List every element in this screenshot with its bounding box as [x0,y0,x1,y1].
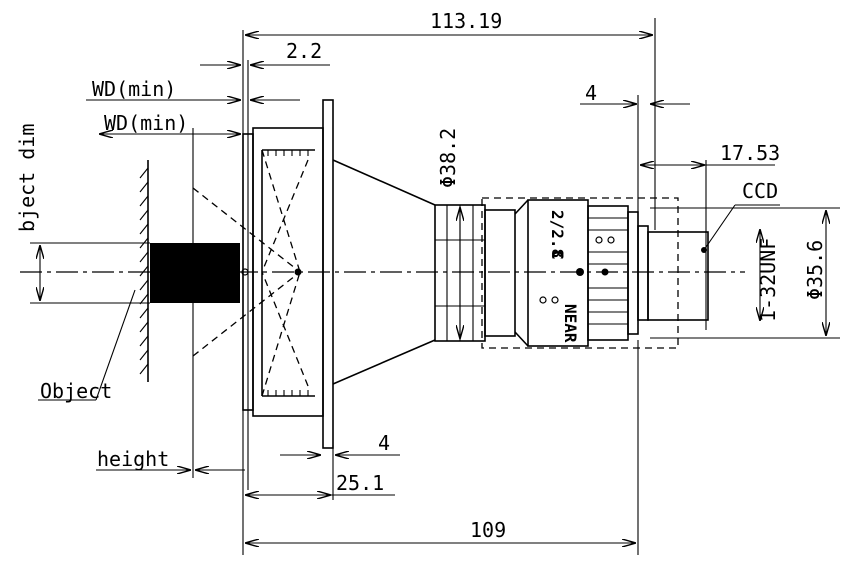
dim-wd-min-1: WD(min) [92,77,176,101]
lens-near-marking: NEAR [561,304,580,343]
object-plane [139,160,149,382]
light-path [192,149,309,397]
dim-flange-to-body: 25.1 [336,471,384,495]
dim-wd-min-2: WD(min) [104,111,188,135]
dim-overall-length: 113.19 [430,9,502,33]
dim-flange-thickness: 4 [378,431,390,455]
lens-barrel: 2/2.8 C NEAR [434,197,709,349]
dim-back-offset: 4 [585,81,597,105]
height-label: height [97,447,169,471]
dim-back-focal: 17.53 [720,141,780,165]
ccd-label: CCD [742,179,778,203]
lens-c-marking: C [548,250,567,260]
dim-thread: 1-32UNF [756,238,780,322]
dim-body-length: 109 [470,518,506,542]
object-label: Object [40,379,112,403]
dim-flange-offset: 2.2 [286,39,322,63]
dim-diameter-35: Φ35.6 [803,240,827,300]
dim-diameter-38: Φ38.2 [436,128,460,188]
lens-fnum-marking: 2/2.8 [548,210,567,258]
object-dim-label: bject dim [15,124,39,232]
lens-front-housing [242,99,334,449]
object-block [150,243,240,303]
lens-cone [332,159,436,385]
